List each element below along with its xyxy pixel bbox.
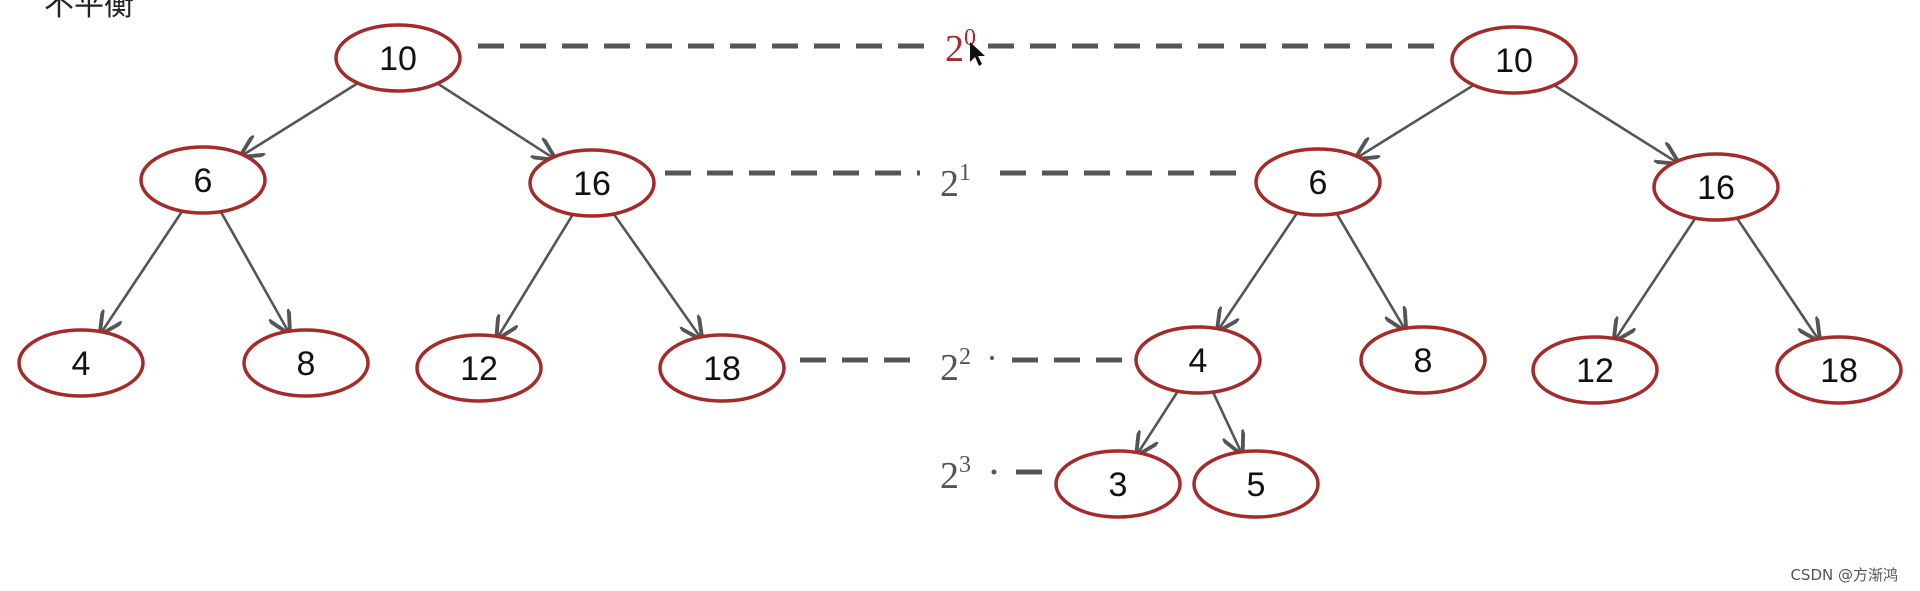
- node-ellipse: [1775, 335, 1903, 405]
- level-labels: 20 21 22 23: [940, 25, 997, 497]
- node-ellipse: [415, 333, 543, 403]
- node-ellipse: [242, 328, 370, 398]
- level-label-0: 20: [945, 25, 976, 70]
- level-3-base: 2: [940, 455, 959, 497]
- node-ellipse: [334, 23, 462, 93]
- edge-R16-R18: [1734, 214, 1819, 341]
- node-ellipse: [1359, 325, 1487, 395]
- tree-node-right-3: 3: [1054, 449, 1182, 519]
- edge-R16-R12: [1615, 214, 1699, 341]
- level-label-3: 23: [940, 452, 971, 497]
- node-ellipse: [1192, 449, 1320, 519]
- node-ellipse: [1254, 147, 1382, 217]
- node-label: 6: [194, 162, 213, 200]
- node-label: 16: [1697, 169, 1735, 207]
- node-label: 18: [703, 350, 741, 388]
- level-0-base: 2: [945, 28, 964, 70]
- tree-node-right-18: 18: [1775, 335, 1903, 405]
- node-label: 12: [460, 350, 498, 388]
- node-ellipse: [1054, 449, 1182, 519]
- level-label-2: 22: [940, 344, 971, 389]
- tree-node-right-10: 10: [1450, 25, 1578, 95]
- node-label: 6: [1309, 164, 1328, 202]
- edge-R6-R8: [1333, 210, 1405, 330]
- edge-L16-L18: [610, 210, 701, 338]
- node-ellipse: [1652, 152, 1780, 222]
- node-ellipse: [528, 148, 656, 218]
- mouse-cursor-icon: [970, 42, 985, 66]
- level-1-base: 2: [940, 163, 959, 205]
- node-ellipse: [139, 145, 267, 215]
- node-label: 16: [573, 165, 611, 203]
- node-label: 3: [1109, 466, 1128, 504]
- node-ellipse: [17, 328, 145, 398]
- level-2-dot: [990, 356, 994, 360]
- watermark-text: CSDN @方渐鸿: [1790, 566, 1898, 584]
- node-label: 8: [1414, 342, 1433, 380]
- node-label: 5: [1247, 466, 1266, 504]
- edge-L10-L16: [433, 80, 554, 158]
- level-3-exponent: 3: [959, 452, 971, 478]
- node-ellipse: [658, 333, 786, 403]
- tree-node-right-12: 12: [1531, 335, 1659, 405]
- tree-node-right-6: 6: [1254, 147, 1382, 217]
- edge-R4-R3: [1137, 388, 1181, 455]
- node-label: 10: [379, 40, 417, 78]
- node-label: 18: [1820, 352, 1858, 390]
- level-label-1: 21: [940, 160, 971, 205]
- edge-R10-R16: [1550, 82, 1678, 163]
- edge-L6-L4: [101, 207, 186, 334]
- node-ellipse: [1134, 325, 1262, 395]
- tree-node-left-6: 6: [139, 145, 267, 215]
- tree-node-right-4: 4: [1134, 325, 1262, 395]
- edge-L6-L8: [218, 208, 289, 333]
- edge-R6-R4: [1218, 209, 1300, 331]
- level-1-exponent: 1: [959, 160, 971, 186]
- level-2-base: 2: [940, 347, 959, 389]
- corner-text-fragment: 不平衡: [44, 0, 134, 23]
- tree-node-left-10: 10: [334, 23, 462, 93]
- tree-node-right-16: 16: [1652, 152, 1780, 222]
- level-2-exponent: 2: [959, 344, 971, 370]
- node-label: 12: [1576, 352, 1614, 390]
- node-label: 10: [1495, 42, 1533, 80]
- edge-L10-L6: [241, 80, 362, 156]
- edge-L16-L12: [497, 211, 576, 338]
- tree-node-left-4: 4: [17, 328, 145, 398]
- edge-R10-R6: [1356, 81, 1478, 158]
- node-label: 4: [1189, 342, 1208, 380]
- tree-node-left-16: 16: [528, 148, 656, 218]
- node-label: 4: [72, 345, 91, 383]
- node-label: 8: [297, 345, 316, 383]
- tree-node-right-5: 5: [1192, 449, 1320, 519]
- node-ellipse: [1450, 25, 1578, 95]
- tree-node-right-8: 8: [1359, 325, 1487, 395]
- tree-node-left-12: 12: [415, 333, 543, 403]
- level-guides: [478, 43, 1440, 475]
- tree-node-left-8: 8: [242, 328, 370, 398]
- level-0-exponent: 0: [964, 25, 976, 51]
- node-ellipse: [1531, 335, 1659, 405]
- edge-R4-R5: [1210, 388, 1242, 453]
- level-3-dot: [991, 469, 997, 475]
- edges-layer: [101, 80, 1819, 455]
- tree-node-left-18: 18: [658, 333, 786, 403]
